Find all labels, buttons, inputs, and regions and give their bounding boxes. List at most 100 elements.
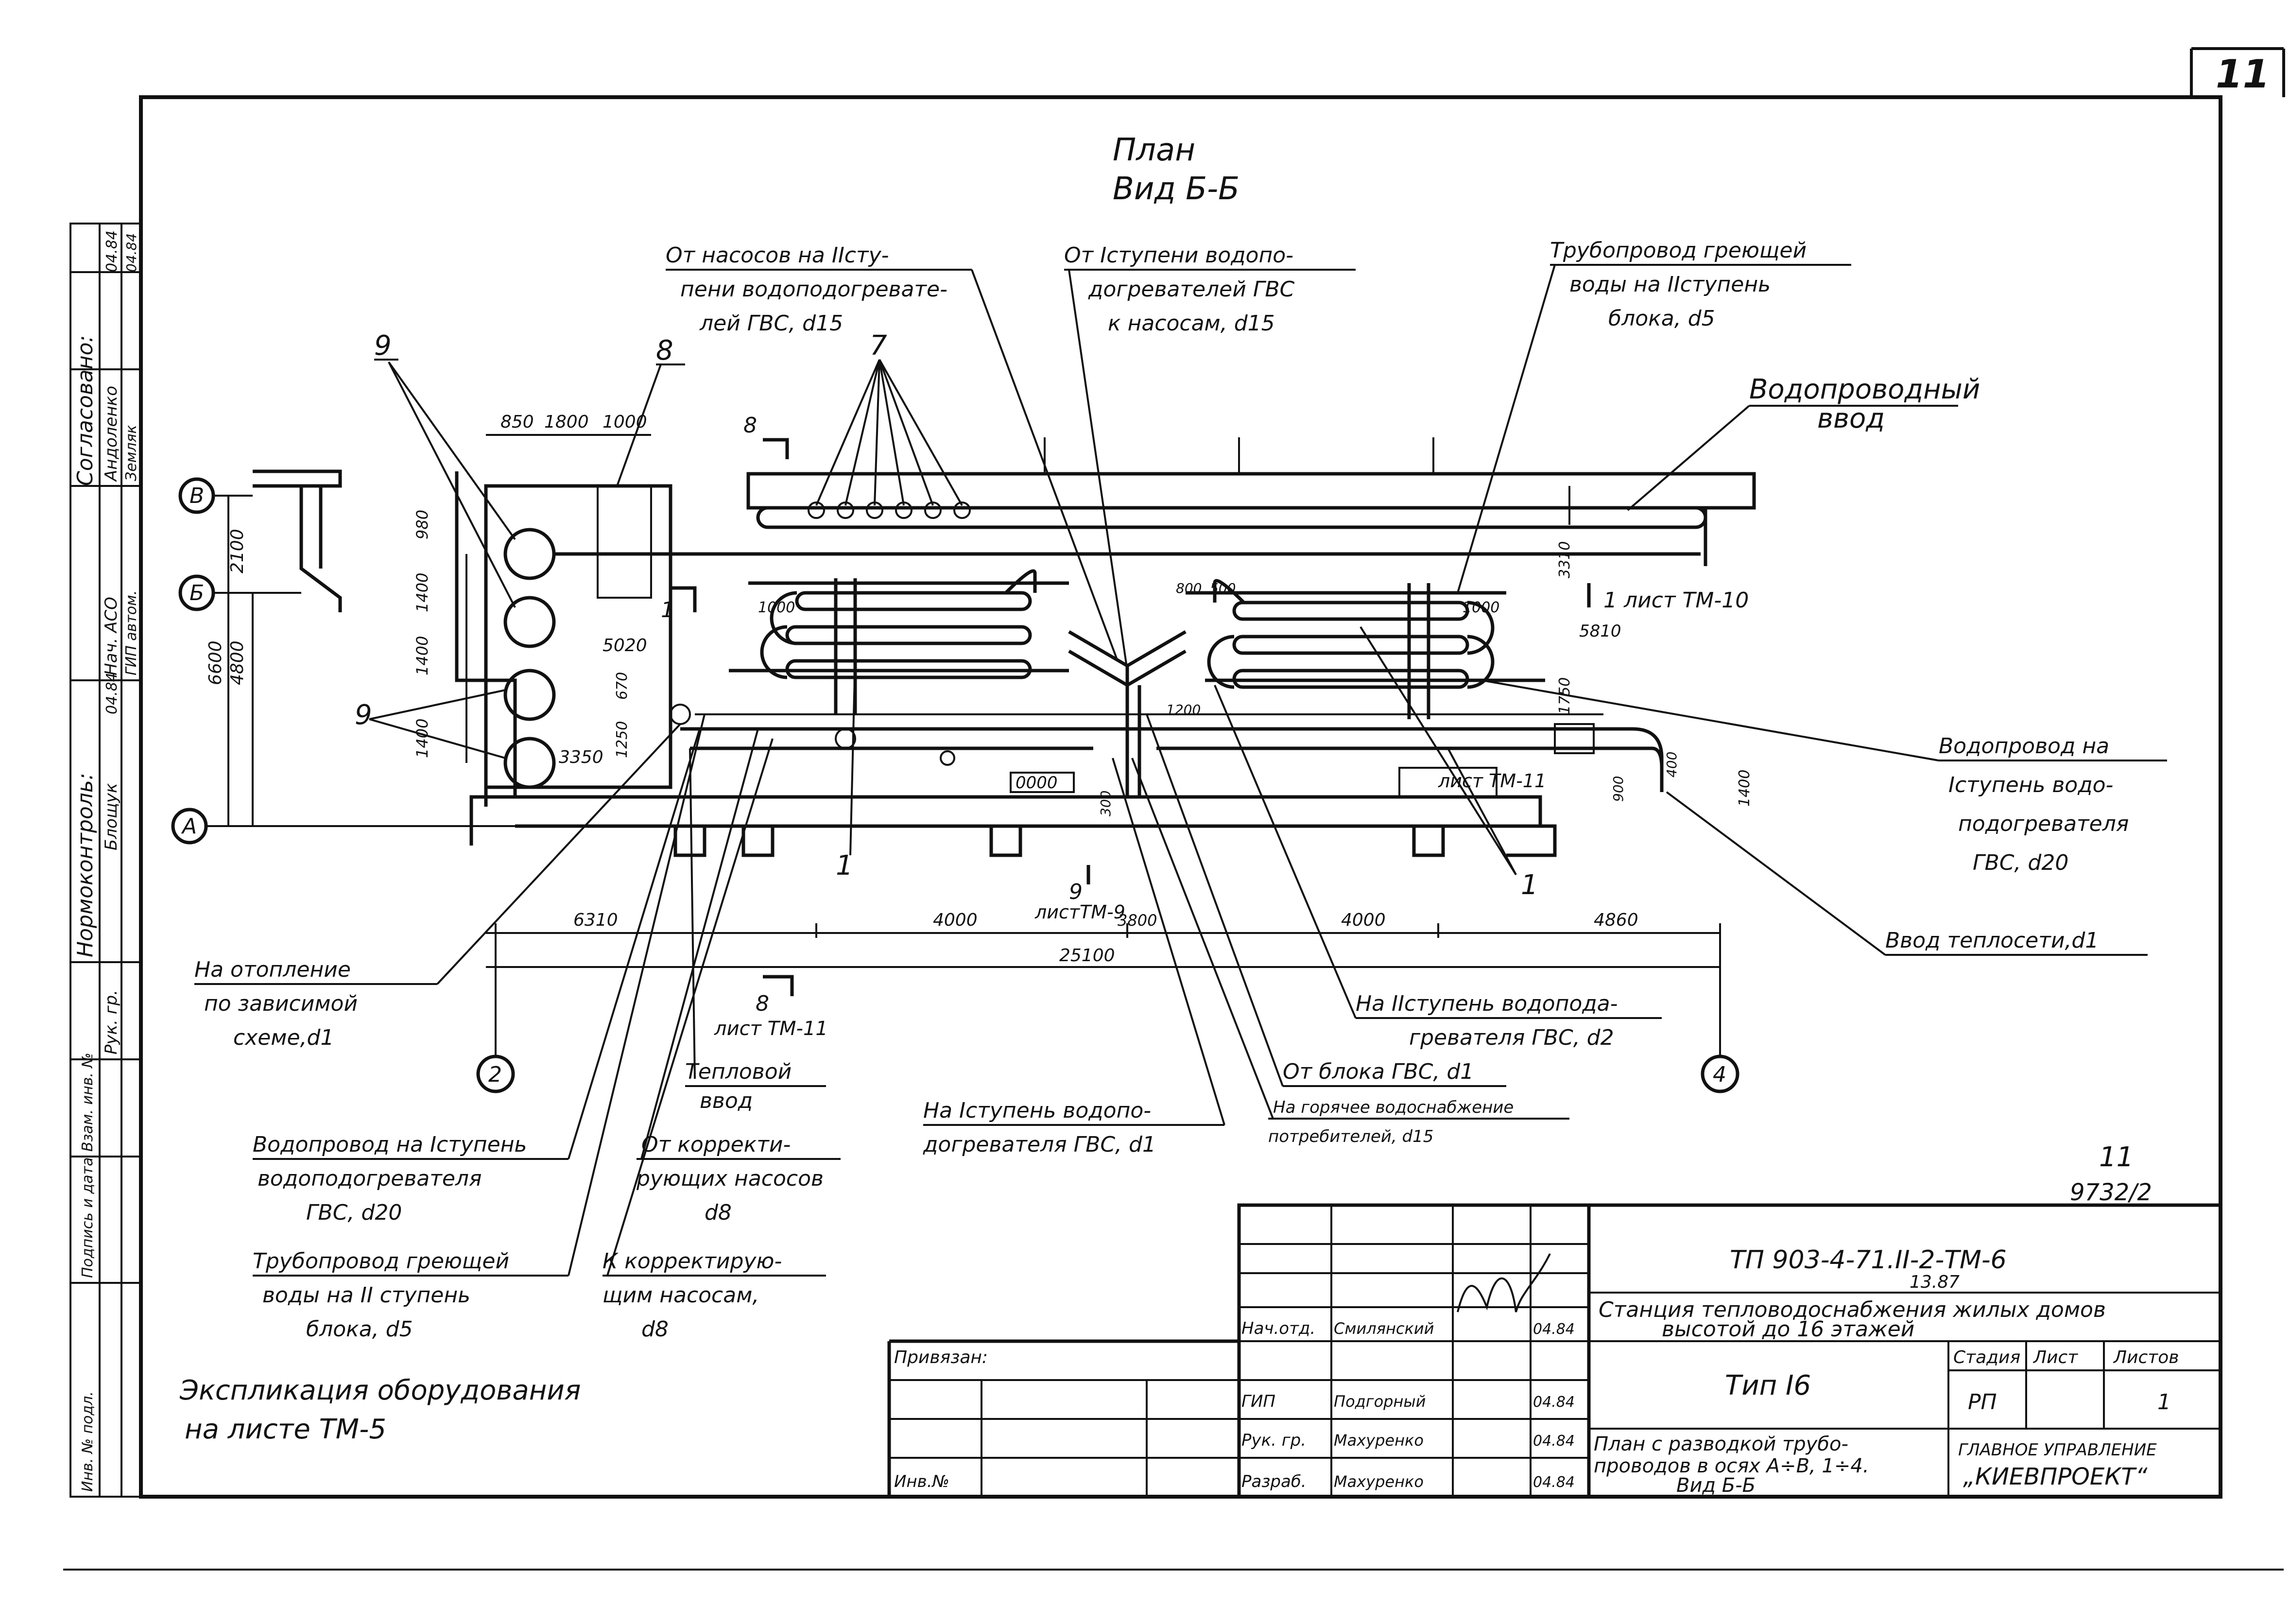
view-title-line1: План: [1113, 132, 1195, 168]
stamp-approval-row-1: Нач. АСО: [102, 597, 121, 675]
dim-670: 670: [614, 672, 631, 700]
stamp-person-4-date: 04.84: [1533, 1474, 1575, 1491]
stamp-inv-col-1: Инв. № подл.: [79, 1391, 96, 1492]
stamp-sheets-head: Листов: [2113, 1348, 2179, 1367]
stamp-person-2-date: 04.84: [1533, 1394, 1575, 1411]
stamp-approval-row-2-name: Земляк: [123, 425, 140, 481]
svg-text:гревателя ГВС, d2: гревателя ГВС, d2: [1409, 1025, 1614, 1050]
stamp-sheet-head: Лист: [2032, 1348, 2078, 1367]
stamp-norm-header: Нормоконтроль:: [73, 773, 98, 957]
svg-text:блока, d5: блока, d5: [1608, 306, 1715, 331]
dim-980: 980: [413, 510, 431, 539]
callout-c11: На Iступень водопо- догревателя ГВС, d1: [923, 758, 1225, 1157]
section-8-bottom: 8: [756, 991, 769, 1016]
sheet-number: 11: [2216, 52, 2270, 97]
section-1-right: 1 лист ТМ-10: [1603, 588, 1749, 613]
title-block: [887, 1203, 2222, 1499]
callout-c15: Трубопровод греющей воды на II ступень б…: [253, 714, 706, 1342]
section-marks: [671, 438, 1591, 996]
stamp-person-1-name: Смилянский: [1334, 1319, 1434, 1338]
svg-text:Водопровод на Iступень: Водопровод на Iступень: [253, 1132, 527, 1157]
dim-1800: 1800: [544, 412, 589, 432]
stamp-inv-col-3: Взам. инв. №: [79, 1053, 96, 1152]
stamp-person-4-role: Разраб.: [1241, 1472, 1307, 1491]
callout-c6: Ввод теплосети,d1: [1666, 791, 2148, 956]
stamp-drawing-3: Вид Б-Б: [1676, 1474, 1756, 1497]
dim-3800: 3800: [1118, 911, 1157, 930]
svg-text:ввод: ввод: [700, 1088, 753, 1113]
sheet-ref-code: 9732/2: [2070, 1179, 2152, 1206]
stamp-norm-name: Блощук: [102, 783, 121, 850]
svg-text:На Iступень водопо-: На Iступень водопо-: [923, 1098, 1151, 1123]
stamp-person-1-role: Нач.отд.: [1241, 1319, 1315, 1338]
dim-4800: 4800: [227, 640, 247, 685]
dim-1200: 1200: [1166, 702, 1201, 718]
svg-text:Iступень водо-: Iступень водо-: [1948, 773, 2113, 797]
callout-c16: К корректирую- щим насосам, d8: [603, 738, 826, 1342]
dim-1000b: 1000: [758, 599, 795, 616]
marker-9-lower: 9: [355, 699, 372, 731]
callout-c1: От насосов на IIсту- пени водоподогреват…: [666, 243, 1119, 661]
section-8-sheet: лист ТМ-11: [714, 1018, 828, 1040]
stamp-stage-head: Стадия: [1953, 1348, 2020, 1367]
stamp-approval-header: Согласовано:: [73, 335, 98, 486]
axis-markers: [171, 477, 1739, 1093]
dim-900: 900: [1610, 776, 1626, 802]
svg-text:Ввод теплосети,d1: Ввод теплосети,d1: [1885, 928, 2099, 953]
dim-4000a: 4000: [933, 910, 978, 930]
pump-tag: 0000: [1016, 773, 1058, 793]
stamp-inv-no: Инв.№: [894, 1472, 949, 1491]
svg-text:схеме,d1: схеме,d1: [233, 1025, 334, 1050]
callout-c2: От Iступени водопо- догревателей ГВС к н…: [1064, 243, 1356, 671]
svg-text:подогревателя: подогревателя: [1958, 812, 2129, 836]
stamp-privyazan: Привязан:: [894, 1348, 988, 1367]
dim-1400c: 1400: [413, 719, 431, 758]
dim-4860: 4860: [1594, 910, 1638, 930]
svg-text:Трубопровод греющей: Трубопровод греющей: [253, 1249, 509, 1274]
dim-1250: 1250: [614, 721, 631, 758]
stamp-project-1: Станция тепловодоснабжения жилых домов: [1599, 1297, 2106, 1322]
dim-850: 850: [500, 412, 534, 432]
stamp-person-3-date: 04.84: [1533, 1433, 1575, 1450]
stamp-approval-row-2: ГИП автом.: [123, 590, 140, 675]
axis-Bv: Б: [189, 581, 204, 605]
callout-c13: От блока ГВС, d1: [1146, 714, 1506, 1087]
stamp-approval-row-1-name: Андоленко: [102, 386, 121, 482]
stamp-org-2: „КИЕВПРОЕКТ“: [1963, 1463, 2148, 1490]
dim-500: 500: [1210, 580, 1236, 596]
section-tm11: лист ТМ-11: [1438, 770, 1546, 792]
axis-4: 4: [1713, 1062, 1726, 1087]
callout-c4: Водопроводный ввод: [1627, 374, 1980, 511]
svg-text:Водопроводный: Водопроводный: [1749, 374, 1980, 405]
marker-9-upper: 9: [374, 330, 392, 362]
svg-text:От Iступени водопо-: От Iступени водопо-: [1064, 243, 1293, 268]
svg-text:к насосам, d15: к насосам, d15: [1108, 311, 1275, 336]
explication-line1: Экспликация оборудования: [179, 1375, 581, 1406]
stamp-norm-date: 04.84: [103, 673, 121, 714]
callout-c7: На отопление по зависимой схеме,d1: [194, 723, 681, 1050]
dim-4000b: 4000: [1341, 910, 1386, 930]
svg-text:блока, d5: блока, d5: [306, 1317, 413, 1342]
svg-text:От блока ГВС, d1: От блока ГВС, d1: [1283, 1059, 1474, 1084]
stamp-person-4-name: Махуренко: [1334, 1472, 1424, 1491]
stamp-drawing-1: План с разводкой трубо-: [1594, 1433, 1848, 1455]
callout-c14: На горячее водоснабжение потребителей, d…: [1131, 758, 1569, 1146]
stamp-stage: РП: [1968, 1390, 1997, 1415]
equipment-tanks: [503, 528, 1701, 789]
svg-text:догревателей ГВС: догревателей ГВС: [1088, 277, 1295, 302]
section-9-bottom: 9: [1069, 880, 1083, 904]
svg-text:d8: d8: [705, 1200, 732, 1225]
stamp-person-1-date: 04.84: [1533, 1321, 1575, 1338]
stamp-org-1: ГЛАВНОЕ УПРАВЛЕНИЕ: [1958, 1440, 2157, 1460]
dim-3350: 3350: [559, 747, 603, 767]
section-1-left: 1: [661, 598, 674, 622]
dim-25100: 25100: [1059, 946, 1115, 966]
svg-text:На IIступень водопода-: На IIступень водопода-: [1356, 991, 1618, 1016]
svg-text:водоподогревателя: водоподогревателя: [258, 1166, 482, 1191]
callout-c8: Тепловой ввод: [685, 748, 826, 1113]
dim-1400a: 1400: [413, 573, 431, 612]
axis-B: В: [189, 484, 204, 508]
stamp-approval-row-1-date: 04.84: [103, 230, 121, 272]
dim-5810: 5810: [1579, 622, 1621, 641]
